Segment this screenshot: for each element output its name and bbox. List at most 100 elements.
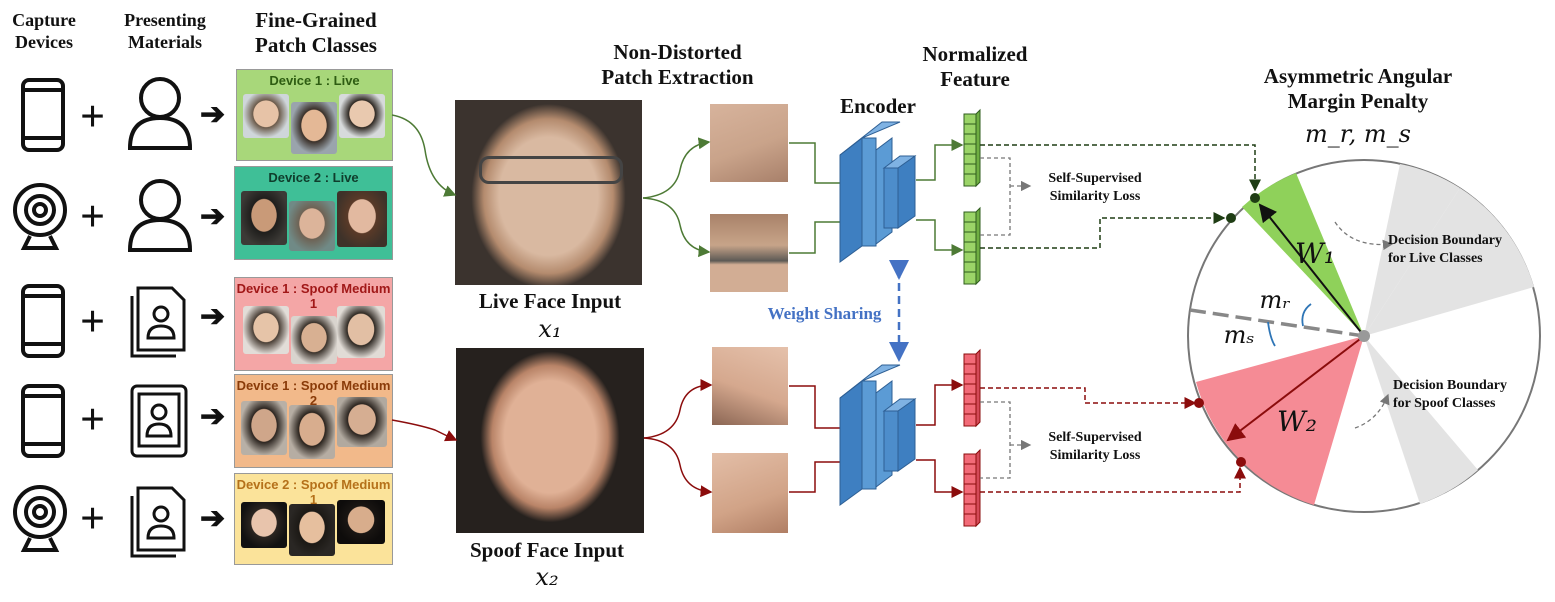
spoof-feature-point — [1236, 457, 1246, 467]
arrow-spoof-patch-bottom — [643, 437, 713, 498]
spoof-patch-bottom — [712, 453, 788, 533]
arrow-right-icon: ➔ — [200, 502, 226, 535]
connector-enc-feature — [916, 459, 964, 498]
face-thumbnail — [241, 191, 287, 245]
face-thumbnail — [337, 397, 387, 447]
glasses-icon — [479, 156, 623, 184]
live-feature-point — [1250, 193, 1260, 203]
callout-live-boundary — [1334, 221, 1394, 251]
spoof-boundary-region — [1364, 336, 1478, 504]
connector-enc-feature — [916, 139, 964, 181]
spoof-face-image — [456, 348, 644, 533]
connector-enc-feature — [916, 379, 964, 426]
plus-sign: + — [80, 92, 106, 141]
header-patch-extraction: Non-Distorted Patch Extraction — [601, 40, 754, 90]
callout-spoof-boundary — [1354, 393, 1390, 429]
person-icon — [127, 179, 193, 252]
feature-vector-spoof-bottom — [963, 448, 981, 528]
patch-class-label: Device 1 : Spoof Medium 2 — [236, 378, 391, 408]
connector-spoof-bottom — [789, 461, 840, 493]
face-thumbnail — [291, 102, 337, 154]
webcam-icon — [13, 485, 67, 552]
live-feature-point — [1226, 213, 1236, 223]
w2-vector — [1226, 335, 1365, 442]
feature-to-w2-top — [980, 387, 1197, 409]
feature-to-w2-bottom — [980, 466, 1246, 493]
left-icons — [13, 77, 193, 558]
live-boundary-region — [1364, 188, 1534, 336]
spoof-feature-point — [1194, 398, 1204, 408]
patch-class-device1-live: Device 1 : Live — [236, 69, 393, 161]
spoof-patch-top — [712, 347, 788, 425]
similarity-loss-connector-bottom — [980, 401, 1030, 479]
feature-to-w1-top — [980, 144, 1261, 192]
feature-vector-live-bottom — [963, 206, 981, 286]
live-boundary-label: Decision Boundary for Live Classes — [1388, 233, 1502, 266]
w2-label: W₂ — [1276, 405, 1317, 438]
patch-class-device2-live: Device 2 : Live — [234, 166, 393, 260]
similarity-loss-bottom: Self-Supervised Similarity Loss — [1048, 430, 1142, 463]
face-thumbnail — [243, 306, 289, 354]
weight-sharing-label: Weight Sharing — [767, 304, 882, 323]
header-presenting-materials: Presenting Materials — [124, 10, 206, 52]
patch-class-label: Device 1 : Live — [269, 73, 360, 88]
arrow-live-input — [391, 114, 457, 197]
margin-symbols: m_r, m_s — [1305, 120, 1411, 148]
face-thumbnail — [241, 502, 287, 548]
live-boundary-region — [1364, 164, 1460, 336]
mr-label: mᵣ — [1259, 286, 1291, 314]
header-normalized-feature: Normalized Feature — [922, 42, 1028, 92]
circle-center — [1358, 330, 1370, 342]
plus-sign: + — [80, 297, 106, 346]
face-thumbnail — [243, 94, 289, 138]
decision-boundary-dashed — [1189, 308, 1365, 338]
face-thumbnail — [241, 401, 287, 455]
feature-to-w1-bottom — [980, 212, 1226, 249]
feature-vector-spoof-top — [963, 348, 981, 428]
patch-class-label: Device 1 : Spoof Medium 1 — [236, 281, 391, 311]
encoder-bottom — [839, 364, 917, 506]
spoof-input-symbol: x₂ — [535, 563, 559, 591]
arrow-right-icon: ➔ — [200, 400, 226, 433]
photo-stack-icon — [130, 286, 186, 358]
header-capture-devices: Capture Devices — [12, 10, 76, 52]
live-patch-top — [710, 104, 788, 182]
similarity-loss-top: Self-Supervised Similarity Loss — [1048, 171, 1142, 204]
live-face-image — [455, 100, 642, 285]
spoof-input-label: Spoof Face Input — [469, 538, 625, 562]
arrow-live-patch-top — [642, 137, 711, 199]
photo-stack-icon — [130, 486, 186, 558]
encoder-top — [839, 121, 917, 263]
w1-label: W₁ — [1294, 237, 1335, 270]
face-thumbnail — [337, 306, 385, 358]
angular-margin-circle — [1187, 159, 1541, 513]
face-thumbnail — [289, 405, 335, 459]
patch-class-device1-spoof2: Device 1 : Spoof Medium 2 — [234, 374, 393, 468]
header-encoder: Encoder — [840, 94, 916, 118]
connector-spoof-top — [789, 385, 840, 429]
phone-icon — [21, 78, 65, 152]
tablet-photo-icon — [130, 384, 188, 458]
connector-live-bottom — [789, 221, 840, 254]
connector-live-top — [789, 142, 840, 184]
face-thumbnail — [337, 191, 387, 247]
plus-sign: + — [80, 192, 106, 241]
ms-arc — [1267, 321, 1276, 347]
plus-sign: + — [80, 494, 106, 543]
phone-icon — [21, 384, 65, 458]
face-thumbnail — [291, 316, 337, 364]
patch-class-label: Device 2 : Live — [268, 170, 359, 185]
header-patch-classes: Fine-Grained Patch Classes — [255, 8, 377, 58]
ms-label: mₛ — [1223, 321, 1255, 349]
person-icon — [127, 77, 193, 150]
patch-class-device1-spoof1: Device 1 : Spoof Medium 1 — [234, 277, 393, 371]
webcam-icon — [13, 183, 67, 250]
feature-vector-live-top — [963, 108, 981, 188]
patch-class-device2-spoof1: Device 2 : Spoof Medium 1 — [234, 473, 393, 565]
live-patch-bottom — [710, 214, 788, 292]
arrow-right-icon: ➔ — [200, 300, 226, 333]
similarity-loss-connector-top — [980, 157, 1030, 236]
spoof-class-sector — [1196, 336, 1364, 505]
plus-sign: + — [80, 395, 106, 444]
arrow-right-icon: ➔ — [200, 200, 226, 233]
